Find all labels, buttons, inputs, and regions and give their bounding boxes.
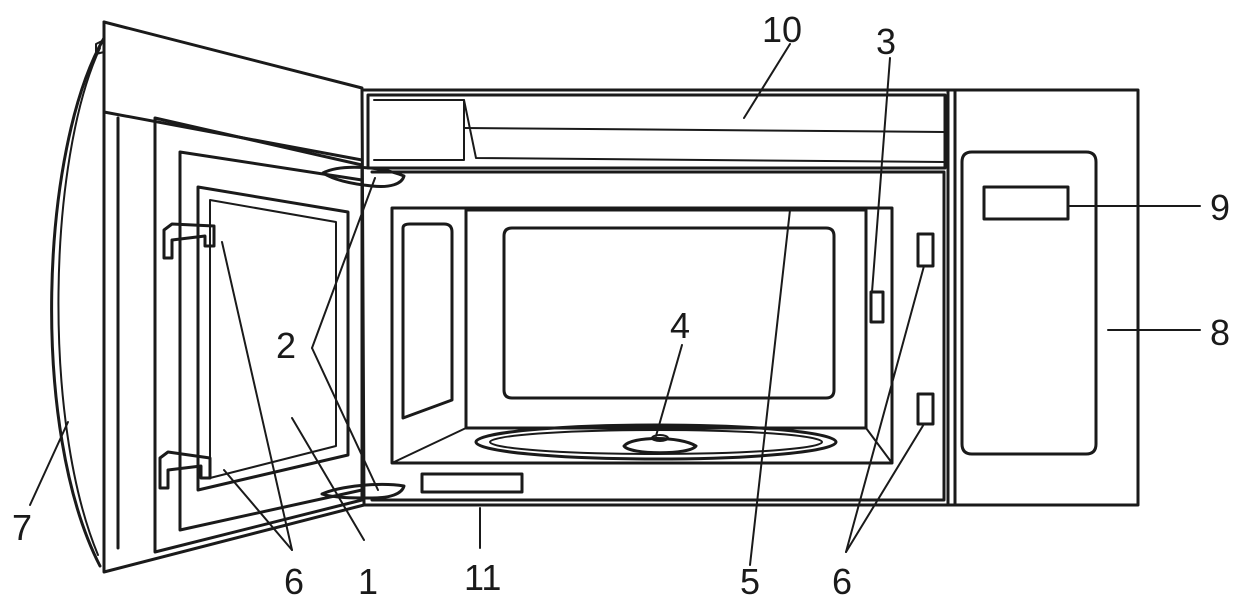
cavity-sensor-slot	[869, 290, 885, 324]
door-latches	[158, 222, 216, 490]
cavity-floor-edges	[391, 427, 893, 464]
leader-6-right-b	[845, 423, 925, 553]
door-handle	[50, 36, 106, 568]
door-hinges	[320, 165, 406, 500]
door-window-inner	[209, 199, 337, 479]
door-window-glass	[196, 185, 350, 492]
cavity-back-wall	[464, 208, 868, 430]
turntable-hub	[622, 437, 698, 455]
leader-6-left-b	[223, 469, 293, 551]
callout-11: 11	[464, 557, 501, 598]
leader-2-upper	[311, 177, 376, 349]
leader-2-lower	[311, 347, 379, 491]
door-handle-outer	[50, 36, 106, 568]
vent-frame	[366, 93, 947, 170]
leader-lines	[29, 43, 1201, 566]
door-handle-grip	[95, 39, 105, 55]
cabinet-divider	[946, 88, 957, 507]
callout-5: 5	[740, 561, 760, 602]
leader-3	[871, 57, 891, 293]
label-plate	[420, 472, 524, 494]
leader-6-left-a	[221, 241, 293, 551]
door-latch-lower	[158, 450, 212, 490]
callout-2: 2	[276, 325, 296, 366]
cavity-left-panel	[401, 222, 454, 420]
door-handle-inner	[57, 47, 101, 556]
leader-4	[655, 344, 683, 437]
turntable-hub-center	[651, 434, 669, 442]
display-window	[982, 185, 1070, 221]
door-edge	[102, 110, 120, 562]
callout-3: 3	[876, 21, 896, 62]
callout-6-right: 6	[832, 561, 852, 602]
callout-4: 4	[670, 305, 690, 346]
leader-7	[29, 421, 69, 506]
cavity-back-window	[502, 226, 836, 400]
leader-10	[743, 43, 791, 119]
door-top-bevel	[102, 20, 364, 162]
callout-6-left: 6	[284, 561, 304, 602]
callout-8: 8	[1210, 312, 1230, 353]
leader-1	[291, 417, 365, 541]
latch-hole-upper	[916, 232, 935, 268]
latch-hole-lower	[916, 392, 935, 426]
control-panel	[960, 150, 1098, 456]
cavity	[370, 170, 946, 502]
callout-1: 1	[358, 561, 378, 602]
cabinet	[362, 88, 1140, 507]
control-panel-face	[960, 150, 1098, 456]
leader-6-right-a	[845, 265, 925, 553]
turntable	[474, 423, 838, 461]
cavity-outer	[370, 170, 946, 502]
door-latch-upper	[162, 222, 216, 260]
callout-labels: 10 3 9 8 4 2 7 6 1 11 5 6	[12, 9, 1230, 602]
leader-5	[749, 209, 791, 566]
vent-grille	[373, 99, 465, 161]
callout-9: 9	[1210, 187, 1230, 228]
cabinet-outline	[362, 88, 1140, 507]
hinge-lower	[320, 482, 406, 500]
door-inner-panel	[153, 116, 364, 554]
door-window-frame	[178, 150, 364, 532]
vent-grille-2	[463, 99, 946, 163]
callout-7: 7	[12, 507, 32, 548]
hinge-upper	[321, 165, 406, 188]
callout-10: 10	[762, 9, 802, 50]
